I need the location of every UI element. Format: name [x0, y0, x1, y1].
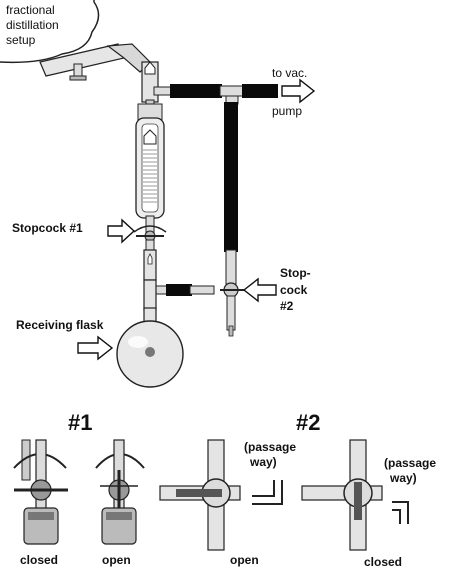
label-receiving-flask: Receiving flask — [16, 318, 104, 332]
title-line-1: fractional — [6, 3, 55, 17]
caption-1-closed: closed — [20, 553, 59, 567]
detail-stopcock1-open — [95, 439, 145, 545]
receiving-flask — [116, 307, 184, 388]
passage-label-closed-line-2: way) — [390, 471, 417, 485]
label-stopcock-2-line-2: cock — [280, 283, 308, 297]
arrow-stopcock1 — [107, 218, 136, 244]
passage-label-open-line-1: (passage — [244, 440, 297, 454]
stopcock-1 — [133, 215, 167, 253]
label-stopcock-2-line-3: #2 — [280, 299, 294, 313]
detail-stopcock2-open — [159, 439, 283, 551]
label-stopcock-1: Stopcock #1 — [12, 221, 83, 235]
label-stopcock-2-line-1: Stop- — [280, 266, 311, 280]
passage-label-open-line-2: way) — [250, 455, 277, 469]
label-pump: pump — [272, 104, 303, 118]
label-to-vac: to vac. — [272, 66, 308, 80]
caption-1-open: open — [102, 553, 131, 567]
title-cloud — [0, 0, 100, 64]
vacuum-tube-vertical — [224, 102, 238, 252]
title-line-2: distillation — [6, 18, 59, 32]
arrow-vac — [281, 78, 316, 104]
stopcock-2 — [220, 249, 244, 337]
caption-2-closed: closed — [364, 555, 403, 569]
detail-stopcock1-closed — [13, 439, 68, 545]
vacuum-side-arm — [153, 84, 278, 105]
detail-stopcock2-closed — [301, 439, 409, 551]
arrow-flask — [77, 335, 114, 361]
receiver-adapter — [143, 249, 215, 311]
fractionating-column — [135, 103, 165, 219]
upper-neck — [141, 61, 159, 109]
caption-2-open: open — [230, 553, 259, 567]
still-head-adapter — [39, 43, 151, 81]
title-line-3: setup — [6, 33, 36, 47]
detail-header-1: #1 — [68, 410, 93, 435]
passage-label-closed-line-1: (passage — [384, 456, 437, 470]
arrow-stopcock2 — [242, 277, 277, 303]
detail-header-2: #2 — [296, 410, 321, 435]
